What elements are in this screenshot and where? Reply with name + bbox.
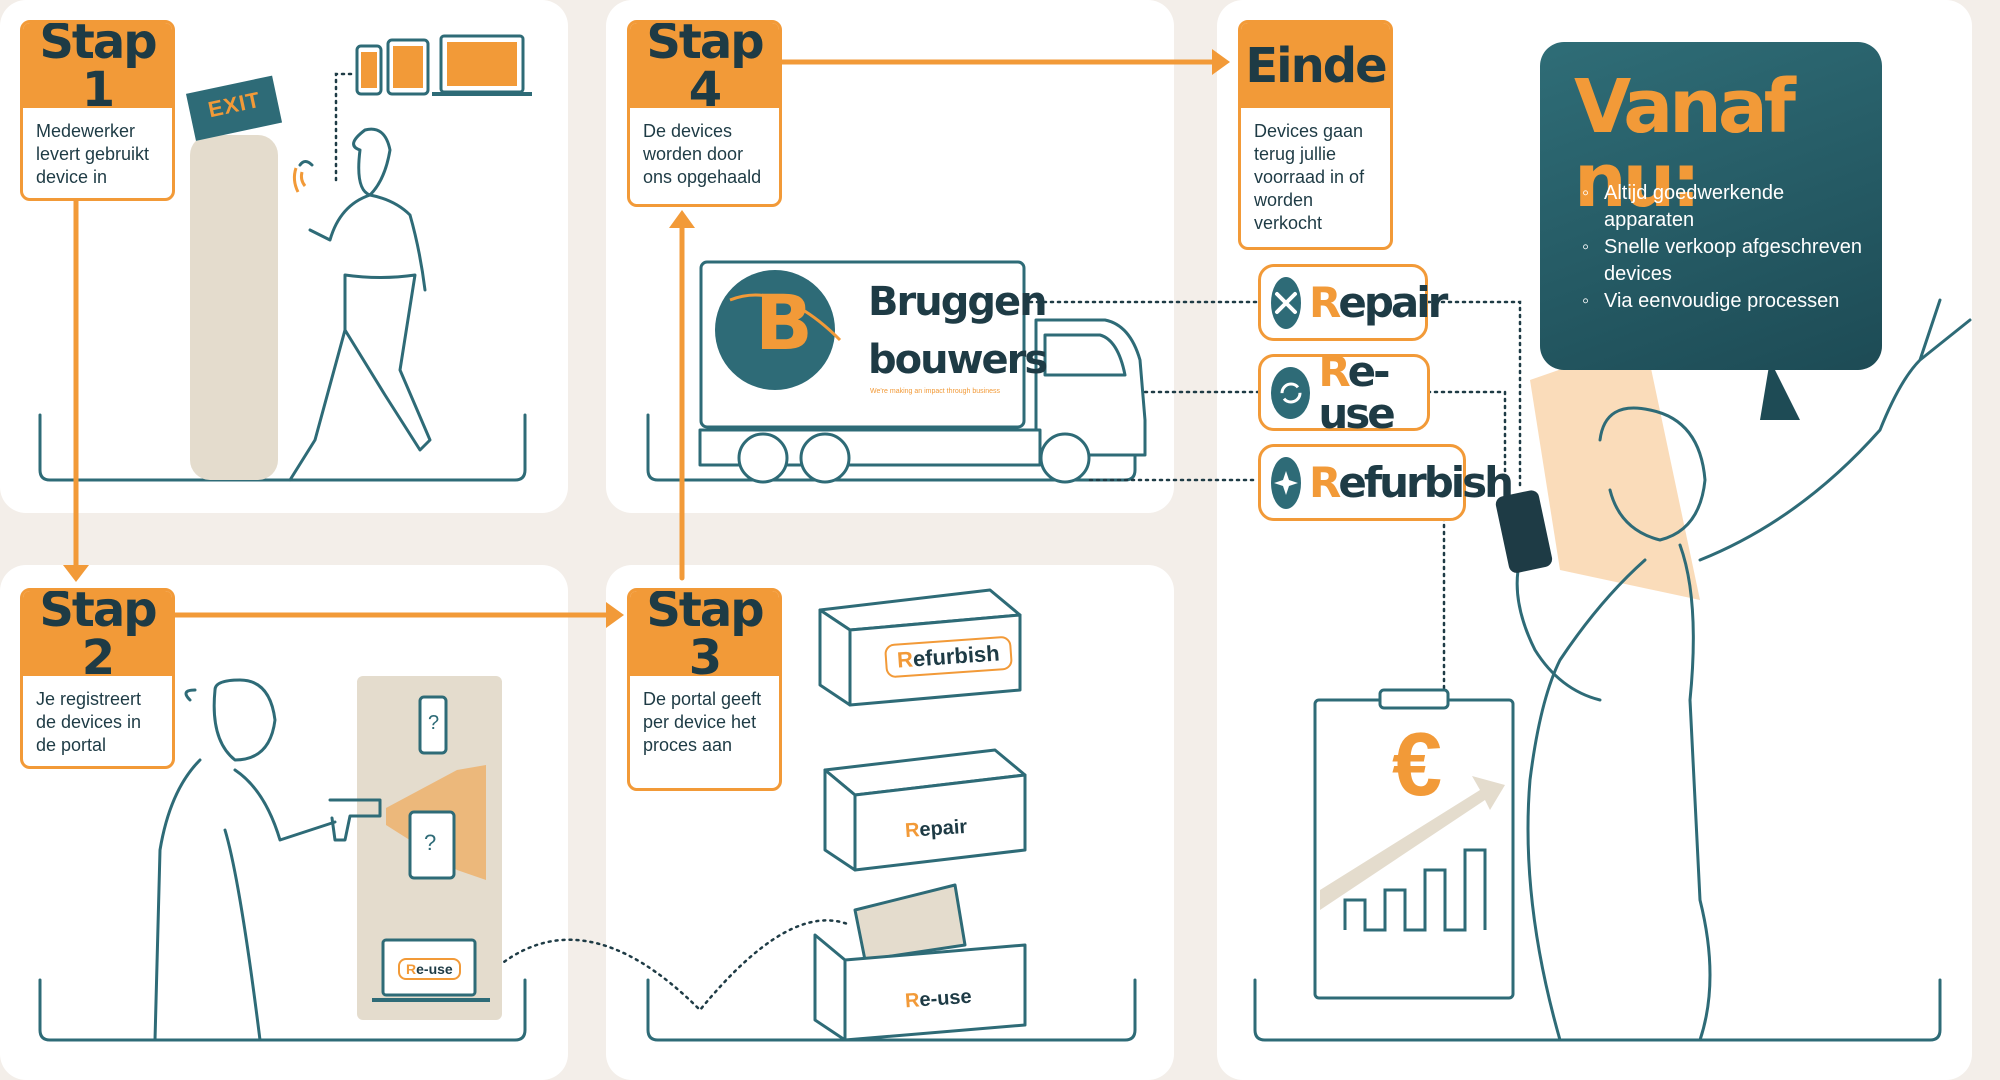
step-text: Devices gaan terug jullie voorraad in of… [1254,121,1365,233]
person-scanning [153,678,382,1042]
box-label-reuse: Re-use [904,985,973,1013]
step-title: Einde [1241,23,1390,108]
tools-icon [1271,276,1301,329]
speech-bubble: Vanaf nu: Altijd goedwerkende apparaten … [1540,42,1882,370]
step-card-stap3: Stap 3 De portal geeft per device het pr… [627,588,782,791]
sparkle-icon [1271,456,1301,509]
step-text: Je registreert de devices in de portal [36,689,142,755]
scan-mark-phone: ? [428,712,440,734]
scan-mark-tablet: ? [424,830,437,855]
recycle-icon [1271,366,1311,419]
walking-person [288,127,432,482]
badge-reuse: Re-use [1258,350,1430,434]
cheering-person [1515,298,1972,1042]
truck-logo-letter: B [755,278,813,367]
list-item: Snelle verkoop afgeschreven devices [1580,234,1870,288]
badge-repair: Repair [1258,264,1448,341]
list-item: Via eenvoudige processen [1580,288,1870,315]
exit-door [190,135,278,480]
step-text: De portal geeft per device het proces aa… [643,689,762,755]
device-icons-screens [361,42,517,88]
step-card-stap1: Stap 1 Medewerker levert gebruikt device… [20,20,175,201]
step-title: Stap 2 [23,591,172,682]
clipboard-euro: € [1392,715,1443,815]
truck-tagline: We're making an impact through business [870,388,1000,395]
bubble-list: Altijd goedwerkende apparaten Snelle ver… [1580,180,1870,315]
box-label-repair: Repair [904,815,968,843]
truck-brand-line2: bouwers [868,337,1048,383]
step-title: Stap 4 [630,23,779,114]
step-text: De devices worden door ons opgehaald [643,121,762,187]
step-text: Medewerker levert gebruikt device in [36,121,150,187]
step-card-stap4: Stap 4 De devices worden door ons opgeha… [627,20,782,207]
list-item: Altijd goedwerkende apparaten [1580,180,1870,234]
exit-sign [185,75,283,141]
badge-refurbish: Refurbish [1258,444,1514,521]
step-card-einde: Einde Devices gaan terug jullie voorraad… [1238,20,1393,250]
laptop-label: Re-use [398,958,461,980]
truck-logo-circle [715,270,835,390]
truck-brand-line1: Bruggen [868,279,1048,325]
phone [1495,490,1553,573]
step-card-stap2: Stap 2 Je registreert de devices in de p… [20,588,175,769]
step-title: Stap 3 [630,591,779,682]
step-title: Stap 1 [23,23,172,114]
